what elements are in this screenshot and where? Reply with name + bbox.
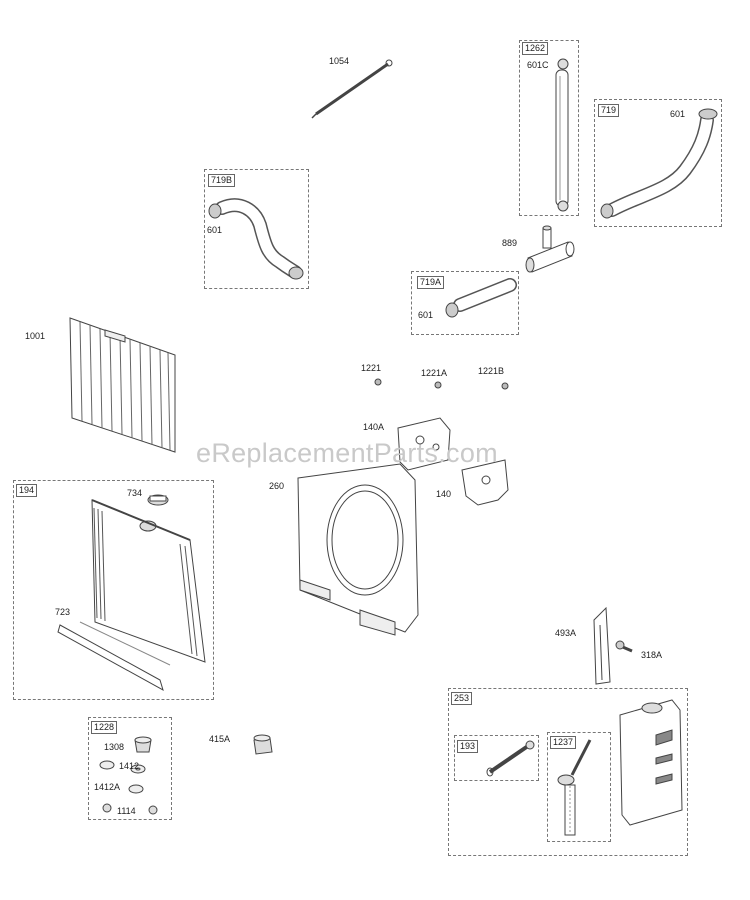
group-tag-719a: 719A: [417, 276, 445, 289]
part-label-1412a: 1412A: [94, 782, 121, 792]
hose-719a-icon: [445, 278, 517, 318]
part-label-1114: 1114: [117, 806, 136, 816]
part-label-601-719a: 601: [418, 310, 434, 320]
part-label-601c: 601C: [527, 60, 549, 70]
group-tag-193: 193: [457, 740, 479, 753]
hose-719b-icon: [208, 198, 304, 280]
mount-1308-icon: [134, 736, 152, 753]
part-label-493a: 493A: [555, 628, 577, 638]
part-label-415a: 415A: [209, 734, 231, 744]
cap-415a-icon: [253, 734, 273, 755]
hose-1262-icon: [555, 58, 569, 212]
group-box-719: [594, 99, 722, 227]
part-label-889: 889: [502, 238, 518, 248]
washer-1412-icon: [99, 760, 146, 774]
part-label-1412: 1412: [119, 761, 140, 771]
bracket-140-icon: [461, 459, 509, 506]
part-label-260: 260: [269, 481, 285, 491]
part-label-723: 723: [55, 607, 71, 617]
group-tag-719b: 719B: [208, 174, 236, 187]
group-tag-1237: 1237: [550, 736, 577, 749]
bolt-1221a-icon: [434, 381, 442, 389]
nut-1114-icon: [102, 803, 158, 815]
watermark-text: eReplacementParts.com: [196, 438, 498, 468]
part-label-140: 140: [436, 489, 452, 499]
group-box-193: [454, 735, 539, 781]
shroud-260-icon: [297, 463, 419, 636]
hose-719-icon: [600, 108, 718, 219]
cable-1054-icon: [311, 59, 393, 119]
part-label-140a: 140A: [363, 422, 385, 432]
part-label-1054: 1054: [329, 56, 350, 66]
group-box-719b: [204, 169, 309, 289]
part-label-1221: 1221: [361, 363, 382, 373]
group-box-194: [13, 480, 214, 700]
seal-723-icon: [57, 621, 171, 692]
radiator-194-icon: [91, 499, 206, 663]
group-box-719a: [411, 271, 519, 335]
part-label-1221b: 1221B: [478, 366, 505, 376]
tube-1237-icon: [557, 739, 592, 836]
fitting-889-icon: [525, 225, 575, 273]
group-tag-1262: 1262: [522, 42, 549, 55]
group-tag-1228: 1228: [91, 721, 118, 734]
part-label-601-719: 601: [670, 109, 686, 119]
part-label-1001: 1001: [25, 331, 46, 341]
group-box-1237: [547, 732, 611, 842]
bolt-1221b-icon: [501, 382, 509, 390]
part-label-318a: 318A: [641, 650, 663, 660]
part-label-1221a: 1221A: [421, 368, 448, 378]
group-tag-253: 253: [451, 692, 473, 705]
group-box-1228: [88, 717, 172, 820]
part-label-1308: 1308: [104, 742, 125, 752]
part-label-601-719b: 601: [207, 225, 223, 235]
washer-1412a-icon: [128, 784, 144, 794]
part-label-734: 734: [127, 488, 143, 498]
group-tag-194: 194: [16, 484, 38, 497]
screen-1001-icon: [69, 317, 176, 453]
bracket-493a-icon: [593, 606, 611, 685]
screw-318a-icon: [615, 640, 633, 653]
group-box-253: [448, 688, 688, 856]
group-box-1262: [519, 40, 579, 216]
bolt-1221-icon: [374, 378, 382, 386]
cap-734-icon: [147, 494, 169, 506]
bracket-193-icon: [486, 740, 535, 777]
reservoir-253-icon: [619, 699, 683, 826]
bracket-140a-icon: [397, 417, 451, 471]
group-tag-719: 719: [598, 104, 620, 117]
